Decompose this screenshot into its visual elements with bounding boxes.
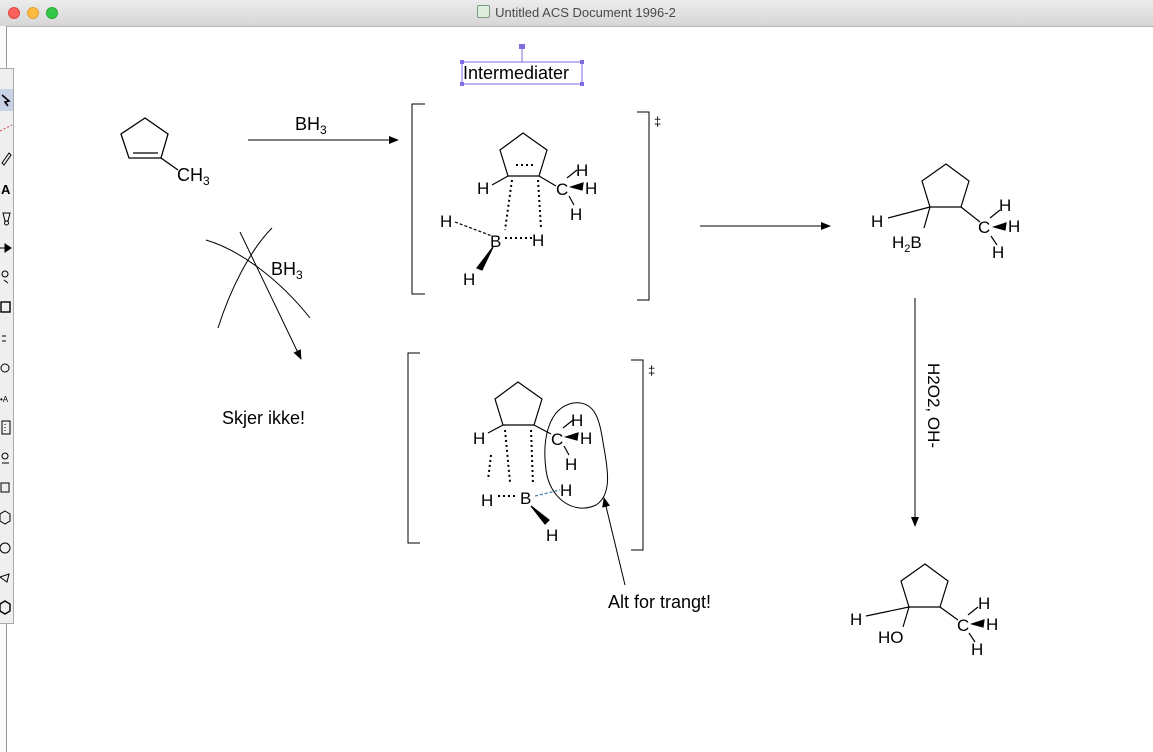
svg-text:H: H bbox=[971, 640, 983, 659]
hexagon-ring-icon[interactable] bbox=[0, 507, 13, 529]
svg-text:H: H bbox=[463, 270, 475, 289]
minimize-window-button[interactable] bbox=[27, 7, 39, 19]
svg-text:H: H bbox=[585, 179, 597, 198]
table-icon[interactable] bbox=[0, 417, 13, 439]
reagent-cross-label: BH3 bbox=[271, 259, 303, 282]
svg-text:C: C bbox=[978, 218, 990, 237]
svg-text:C: C bbox=[957, 616, 969, 635]
svg-text:H: H bbox=[477, 179, 489, 198]
svg-text:HO: HO bbox=[878, 628, 904, 647]
svg-text:H: H bbox=[571, 411, 583, 430]
ts2-atom-labels: H C H H H H B H H bbox=[473, 411, 592, 545]
ts2-structure[interactable] bbox=[487, 381, 609, 525]
ts1-brackets[interactable] bbox=[411, 103, 650, 301]
pen-icon[interactable] bbox=[0, 207, 13, 229]
svg-text:H: H bbox=[532, 231, 544, 250]
circle-icon[interactable] bbox=[0, 537, 13, 559]
query-icon[interactable]: •A bbox=[0, 387, 13, 409]
too-crowded-text[interactable]: Alt for trangt! bbox=[608, 592, 711, 612]
svg-text:C: C bbox=[556, 180, 568, 199]
pentagon-icon[interactable] bbox=[0, 567, 13, 589]
svg-text:•A: •A bbox=[0, 395, 9, 404]
benzene-icon[interactable] bbox=[0, 597, 13, 619]
ts1-dagger: ‡ bbox=[654, 114, 661, 129]
tool-palette: A •A bbox=[0, 68, 14, 624]
atom-map-icon[interactable] bbox=[0, 447, 13, 469]
svg-text:A: A bbox=[1, 182, 11, 197]
ts2-brackets[interactable] bbox=[407, 352, 644, 551]
svg-text:H: H bbox=[850, 610, 862, 629]
organoborane-product[interactable] bbox=[887, 163, 1007, 246]
document-icon bbox=[477, 5, 491, 18]
intermediate-caption[interactable]: Intermediater bbox=[463, 63, 569, 83]
svg-text:H: H bbox=[565, 455, 577, 474]
svg-text:H: H bbox=[560, 481, 572, 500]
crowding-arrow[interactable] bbox=[602, 497, 626, 586]
oxidation-reagent-label: H2O2, OH- bbox=[924, 363, 943, 448]
svg-text:H: H bbox=[440, 212, 452, 231]
window-title: Untitled ACS Document 1996-2 bbox=[495, 5, 676, 20]
close-window-button[interactable] bbox=[8, 7, 20, 19]
svg-text:H: H bbox=[992, 243, 1004, 262]
start-ch3-label: CH3 bbox=[177, 165, 210, 188]
svg-text:H: H bbox=[481, 491, 493, 510]
orbital-icon[interactable] bbox=[0, 327, 13, 349]
svg-text:C: C bbox=[551, 430, 563, 449]
svg-text:H: H bbox=[978, 594, 990, 613]
reagent-top-label: BH3 bbox=[295, 114, 327, 137]
svg-text:H: H bbox=[999, 196, 1011, 215]
rectangle-icon[interactable] bbox=[0, 297, 13, 319]
svg-text:H: H bbox=[473, 429, 485, 448]
svg-text:H: H bbox=[580, 429, 592, 448]
text-icon[interactable]: A bbox=[0, 177, 13, 199]
no-reaction-text[interactable]: Skjer ikke! bbox=[222, 408, 305, 428]
window-title-area: Untitled ACS Document 1996-2 bbox=[0, 5, 1153, 20]
arrow-icon[interactable] bbox=[0, 237, 13, 259]
svg-text:H: H bbox=[576, 161, 588, 180]
svg-text:H: H bbox=[986, 615, 998, 634]
caption-selection[interactable] bbox=[460, 44, 584, 86]
zoom-window-button[interactable] bbox=[46, 7, 58, 19]
starting-material[interactable] bbox=[120, 117, 179, 171]
organoborane-atom-labels: H H2B C H H H bbox=[871, 196, 1020, 262]
blocked-arrow[interactable] bbox=[239, 231, 302, 360]
square-ring-icon[interactable] bbox=[0, 477, 13, 499]
window-titlebar[interactable]: Untitled ACS Document 1996-2 bbox=[0, 0, 1153, 27]
crossed-out-marks[interactable] bbox=[205, 227, 311, 329]
svg-text:H: H bbox=[546, 526, 558, 545]
ts2-dagger: ‡ bbox=[648, 363, 655, 378]
svg-text:H2B: H2B bbox=[892, 233, 922, 255]
lasso-icon[interactable] bbox=[0, 89, 13, 111]
pencil-icon[interactable] bbox=[0, 147, 13, 169]
svg-text:B: B bbox=[490, 232, 501, 251]
chain-icon[interactable] bbox=[0, 265, 13, 287]
ts1-structure[interactable] bbox=[454, 132, 584, 271]
template-icon[interactable] bbox=[0, 357, 13, 379]
alcohol-product[interactable] bbox=[865, 563, 985, 643]
alcohol-atom-labels: H HO C H H H bbox=[850, 594, 998, 659]
svg-text:H: H bbox=[871, 212, 883, 231]
svg-text:B: B bbox=[520, 489, 531, 508]
svg-text:H: H bbox=[570, 205, 582, 224]
ts1-atom-labels: H C H H H H B H H bbox=[440, 161, 597, 289]
svg-text:H: H bbox=[1008, 217, 1020, 236]
